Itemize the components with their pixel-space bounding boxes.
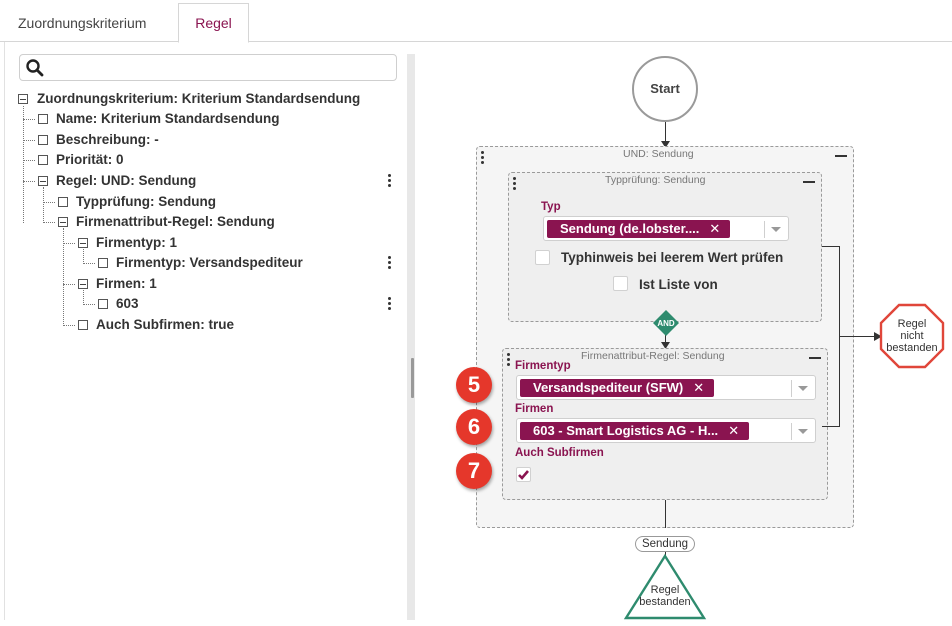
tree-node-root[interactable]: Zuordnungskriterium: Kriterium Standards… <box>37 91 361 106</box>
tree-node-firmen[interactable]: Firmen: 1 <box>96 276 157 291</box>
node-checkbox[interactable] <box>58 197 68 207</box>
close-icon[interactable]: ✕ <box>693 380 705 395</box>
subfirmen-checkbox[interactable] <box>516 467 531 482</box>
fail-node[interactable] <box>879 303 945 369</box>
arrow-head <box>874 332 882 341</box>
tree-node-firmen-value[interactable]: 603 <box>116 296 139 311</box>
tab-regel[interactable]: Regel <box>178 3 249 43</box>
kebab-menu-icon[interactable] <box>507 353 510 367</box>
kebab-menu-icon[interactable] <box>513 177 516 191</box>
tree-node-typpruefung[interactable]: Typprüfung: Sendung <box>76 194 216 209</box>
collapse-icon[interactable] <box>835 155 847 157</box>
firmentyp-label: Firmentyp <box>515 360 571 372</box>
tree-node-prioritaet[interactable]: Priorität: 0 <box>56 152 124 167</box>
close-icon[interactable]: ✕ <box>728 423 740 438</box>
resize-handle[interactable] <box>411 358 414 398</box>
firmen-select[interactable]: 603 - Smart Logistics AG - H...✕ <box>516 418 816 443</box>
sendung-pill: Sendung <box>635 536 695 552</box>
tree-node-firmenattribut[interactable]: Firmenattribut-Regel: Sendung <box>76 214 275 229</box>
und-group-title: UND: Sendung <box>623 148 694 160</box>
collapse-toggle[interactable] <box>18 94 28 104</box>
node-checkbox[interactable] <box>98 299 108 309</box>
node-checkbox[interactable] <box>38 114 48 124</box>
step-badge-7: 7 <box>456 453 492 489</box>
pass-node[interactable] <box>623 553 707 620</box>
collapse-toggle[interactable] <box>78 279 88 289</box>
ist-liste-label: Ist Liste von <box>639 277 718 292</box>
and-diamond <box>653 310 679 336</box>
typhinweis-checkbox[interactable] <box>535 250 550 265</box>
typ-select[interactable]: Sendung (de.lobster....✕ <box>543 216 789 241</box>
flow-canvas: Start UND: Sendung Typprüfung: Sendung T… <box>414 42 952 620</box>
close-icon[interactable]: ✕ <box>709 221 721 236</box>
panel-scrollbar[interactable] <box>407 54 415 620</box>
collapse-icon[interactable] <box>809 357 821 359</box>
kebab-menu-icon[interactable] <box>388 297 392 313</box>
collapse-icon[interactable] <box>803 181 815 183</box>
firmen-label: Firmen <box>515 403 554 415</box>
collapse-toggle[interactable] <box>38 176 48 186</box>
arrow-head <box>661 141 670 148</box>
firmenattribut-group[interactable]: Firmenattribut-Regel: Sendung Firmentyp … <box>502 348 828 500</box>
node-checkbox[interactable] <box>98 258 108 268</box>
node-checkbox[interactable] <box>38 155 48 165</box>
chevron-down-icon[interactable] <box>798 386 808 391</box>
typpruefung-title: Typprüfung: Sendung <box>605 174 706 186</box>
checkmark-icon <box>518 470 529 480</box>
node-checkbox[interactable] <box>78 320 88 330</box>
chevron-down-icon[interactable] <box>798 429 808 434</box>
tree-panel: Zuordnungskriterium: Kriterium Standards… <box>4 42 415 620</box>
step-badge-5: 5 <box>456 367 492 403</box>
and-label: AND <box>657 319 675 328</box>
tab-bar: Zuordnungskriterium Regel <box>0 0 952 43</box>
arrow-head <box>661 342 670 349</box>
typ-label: Typ <box>541 201 561 213</box>
tree-node-subfirmen[interactable]: Auch Subfirmen: true <box>96 317 235 332</box>
firmen-chip[interactable]: 603 - Smart Logistics AG - H...✕ <box>520 422 750 440</box>
fail-node-label: Regel nicht bestanden <box>886 318 938 354</box>
search-input[interactable] <box>19 54 397 81</box>
tree-node-firmentyp[interactable]: Firmentyp: 1 <box>96 235 178 250</box>
chevron-down-icon[interactable] <box>771 227 781 232</box>
firmenattribut-title: Firmenattribut-Regel: Sendung <box>581 350 725 362</box>
tree-node-beschreibung[interactable]: Beschreibung: - <box>56 132 159 147</box>
search-icon <box>26 59 44 77</box>
firmentyp-chip[interactable]: Versandspediteur (SFW)✕ <box>520 379 715 397</box>
ist-liste-checkbox[interactable] <box>613 276 628 291</box>
start-node[interactable]: Start <box>632 56 698 122</box>
tab-zuordnungskriterium[interactable]: Zuordnungskriterium <box>18 15 147 31</box>
tree-node-regel[interactable]: Regel: UND: Sendung <box>56 173 197 188</box>
node-checkbox[interactable] <box>38 135 48 145</box>
subfirmen-label: Auch Subfirmen <box>515 447 604 459</box>
typhinweis-label: Typhinweis bei leerem Wert prüfen <box>561 250 784 265</box>
rule-tree: Zuordnungskriterium: Kriterium Standards… <box>5 42 405 620</box>
kebab-menu-icon[interactable] <box>481 151 484 165</box>
tree-node-name[interactable]: Name: Kriterium Standardsendung <box>56 111 280 126</box>
firmentyp-select[interactable]: Versandspediteur (SFW)✕ <box>516 375 816 400</box>
step-badge-6: 6 <box>456 409 492 445</box>
collapse-toggle[interactable] <box>58 217 68 227</box>
typpruefung-group[interactable]: Typprüfung: Sendung Typ Sendung (de.lobs… <box>508 172 822 322</box>
kebab-menu-icon[interactable] <box>388 174 392 190</box>
tree-node-firmentyp-value[interactable]: Firmentyp: Versandspediteur <box>116 255 303 270</box>
typ-chip[interactable]: Sendung (de.lobster....✕ <box>547 220 731 238</box>
collapse-toggle[interactable] <box>78 238 88 248</box>
kebab-menu-icon[interactable] <box>388 256 392 272</box>
pass-node-label: Regel bestanden <box>639 584 691 608</box>
